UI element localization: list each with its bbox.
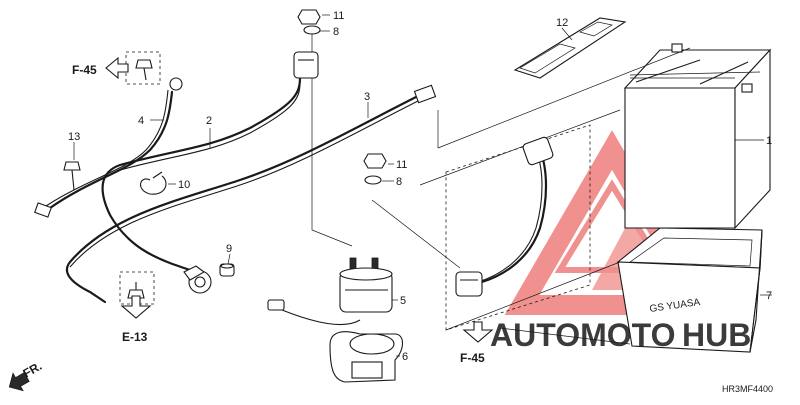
bolt-f45-top [125, 51, 161, 85]
washer-8-mid [364, 175, 382, 185]
callout-4: 4 [138, 115, 144, 127]
terminal-cover-top [293, 51, 319, 79]
nut-11-mid [363, 153, 387, 169]
callout-2: 2 [206, 115, 212, 127]
cable-2 [101, 76, 302, 272]
cable-clamp-10 [140, 171, 167, 195]
callout-labels: 1 2 3 4 5 6 7 8 8 9 10 11 11 12 13 [68, 10, 772, 363]
ref-label-f45-top: F-45 [72, 63, 97, 77]
washer-8-top [303, 25, 321, 35]
cable-4 [34, 89, 174, 218]
callout-11-mid: 11 [396, 159, 407, 171]
callout-3: 3 [364, 91, 370, 103]
callout-6: 6 [402, 351, 408, 363]
watermark-text: AUTOMOTO HUB [490, 317, 751, 353]
callout-11-top: 11 [333, 10, 344, 22]
figure-code: HR3MF4400 [722, 384, 773, 394]
battery-lead-cable [269, 148, 548, 326]
callout-13: 13 [68, 131, 80, 143]
callout-8-top: 8 [333, 26, 339, 38]
ref-label-f45-bottom: F-45 [460, 351, 485, 365]
ref-label-e13: E-13 [122, 330, 148, 344]
bolt-13 [63, 161, 81, 191]
callout-12: 12 [556, 17, 568, 29]
battery-band [513, 17, 627, 79]
nut-11-top [297, 9, 321, 25]
callout-7: 7 [766, 290, 772, 302]
watermark-brand-part1: AUTOMOTO [490, 317, 675, 353]
callout-9: 9 [226, 243, 232, 255]
starter-relay [339, 257, 393, 313]
callout-1: 1 [766, 135, 772, 147]
ref-arrow-f45-bottom [462, 321, 494, 343]
battery [623, 43, 772, 230]
callout-5: 5 [400, 295, 406, 307]
relay-cover [329, 331, 404, 383]
cable-3 [65, 84, 437, 304]
watermark-brand-part2: HUB [682, 317, 751, 353]
starter-terminal-connector [267, 299, 285, 311]
terminal-cover-lower [455, 271, 483, 297]
callout-8-mid: 8 [396, 176, 402, 188]
ref-arrow-f45-top [105, 56, 129, 80]
collar-9 [219, 263, 235, 277]
battery-tray: GS YUASA [616, 227, 763, 353]
battery-terminal-cap [522, 136, 554, 166]
callout-10: 10 [178, 179, 190, 191]
front-direction-arrow [8, 372, 30, 392]
ground-terminal [169, 77, 212, 294]
ref-arrow-e13 [120, 295, 152, 319]
callout-leaders [73, 14, 573, 357]
leader-lines [311, 30, 772, 345]
